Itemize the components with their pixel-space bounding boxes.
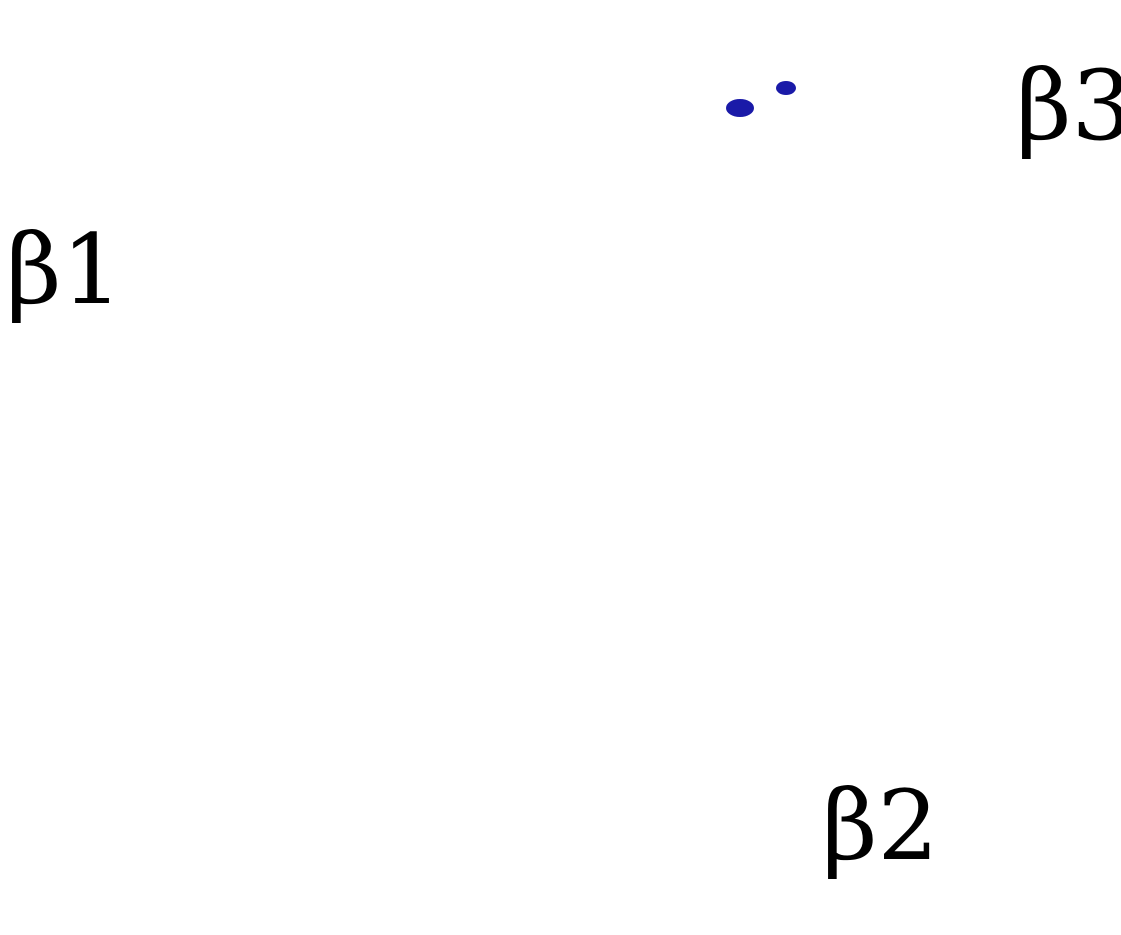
beta2-label: β2 <box>822 778 939 874</box>
beta3-label: β3 <box>1016 58 1121 154</box>
residue-dot <box>776 81 796 95</box>
beta1-label: β1 <box>6 222 123 318</box>
residue-dot <box>726 99 754 117</box>
blue-residue-marker <box>726 81 796 117</box>
